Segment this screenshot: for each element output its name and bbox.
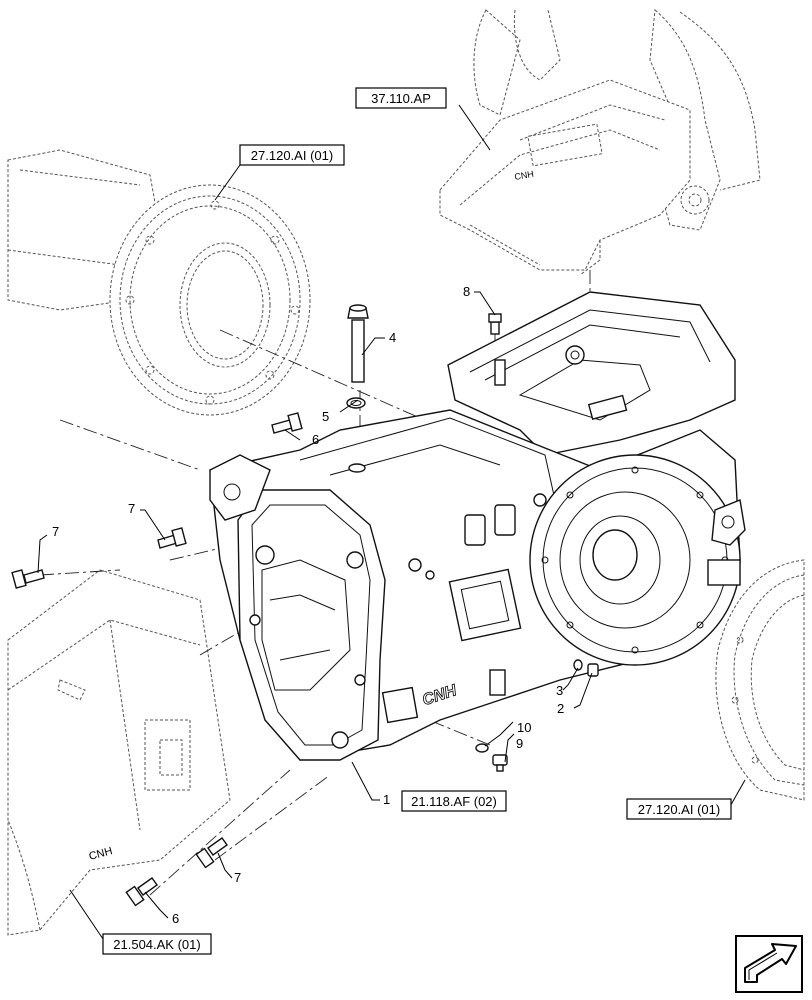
callout-6b: 6 <box>172 911 179 926</box>
part-7-bolt-upper <box>157 527 187 549</box>
callout-2: 2 <box>557 701 564 716</box>
callout-3: 3 <box>556 683 563 698</box>
ref-box-37110[interactable]: 37.110.AP <box>355 87 447 109</box>
part-3-seal <box>573 659 583 671</box>
leader-lines <box>37 104 746 943</box>
part-4-pin <box>347 304 369 383</box>
callout-8: 8 <box>463 284 470 299</box>
ref-box-27120-top[interactable]: 27.120.AI (01) <box>239 144 345 166</box>
part-6-bolt-upper <box>271 412 303 434</box>
svg-text:CNH: CNH <box>514 169 535 182</box>
callout-4: 4 <box>389 330 396 345</box>
next-page-arrow-icon[interactable] <box>735 935 803 993</box>
part-6-bolt-lower <box>125 877 158 907</box>
part-7-bolt-lower <box>195 837 228 869</box>
callout-10: 10 <box>517 720 531 735</box>
callout-9: 9 <box>516 736 523 751</box>
part-5-washer <box>346 397 366 409</box>
svg-text:37.110.AP: 37.110.AP <box>371 91 431 106</box>
ref-box-27120-right[interactable]: 27.120.AI (01) <box>626 798 732 820</box>
right-final-drive-ghost <box>715 559 805 801</box>
callout-7b: 7 <box>52 524 59 539</box>
svg-text:21.118.AF (02): 21.118.AF (02) <box>411 794 497 809</box>
svg-text:CNH: CNH <box>88 845 114 863</box>
ref-box-21118[interactable]: 21.118.AF (02) <box>401 790 507 812</box>
front-housing-ghost: CNH <box>7 569 231 936</box>
svg-text:21.504.AK (01): 21.504.AK (01) <box>113 937 200 952</box>
callout-6a: 6 <box>312 432 319 447</box>
callout-1: 1 <box>383 792 390 807</box>
callout-7c: 7 <box>234 870 241 885</box>
ref-box-21504[interactable]: 21.504.AK (01) <box>102 933 212 955</box>
callout-numbers: 1 2 3 4 5 6 6 7 7 7 8 9 10 <box>52 284 564 926</box>
svg-text:27.120.AI (01): 27.120.AI (01) <box>638 802 720 817</box>
rear-transmission-housing <box>209 291 746 761</box>
callout-7a: 7 <box>128 501 135 516</box>
part-2-plug <box>587 663 599 677</box>
svg-text:27.120.AI (01): 27.120.AI (01) <box>251 148 333 163</box>
left-final-drive-ghost <box>7 149 311 416</box>
lift-cover-ghost: CNH <box>439 8 761 276</box>
part-7-bolt-left <box>11 569 45 589</box>
part-9-plug <box>492 754 508 772</box>
callout-5: 5 <box>322 409 329 424</box>
part-8-bolt <box>488 313 502 335</box>
